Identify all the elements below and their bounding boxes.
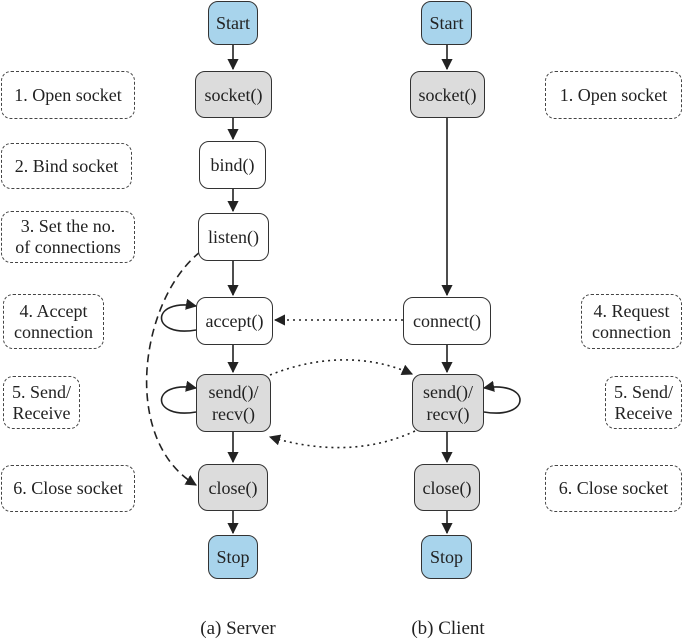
dotted-client-to-server (268, 430, 416, 449)
server-accept-node: accept() (196, 297, 273, 345)
server-start-node: Start (208, 1, 258, 45)
client-note-request-connection: 4. Request connection (581, 294, 682, 349)
server-caption: (a) Server (200, 618, 276, 639)
client-stop-node: Stop (421, 535, 472, 579)
client-connect-label: connect() (413, 311, 481, 331)
server-note-label: 1. Open socket (14, 84, 122, 105)
server-send-recv-node: send()/ recv() (196, 374, 271, 432)
client-note-label: 1. Open socket (559, 84, 668, 105)
client-caption: (b) Client (411, 618, 485, 639)
client-start-label: Start (429, 13, 464, 33)
server-note-label: 3. Set the no. of connections (15, 216, 121, 257)
server-note-label: 6. Close socket (13, 478, 123, 498)
server-note-label: 2. Bind socket (14, 155, 119, 176)
server-note-send-receive: 5. Send/ Receive (3, 376, 80, 429)
server-note-label: 4. Accept connection (14, 300, 93, 342)
loop-accept (160, 298, 198, 332)
server-listen-node: listen() (198, 213, 269, 261)
client-note-label: 5. Send/ Receive (613, 381, 673, 423)
server-socket-label: socket() (204, 84, 263, 105)
server-note-accept-connection: 4. Accept connection (3, 294, 104, 349)
client-note-close-socket: 6. Close socket (545, 465, 682, 512)
server-stop-node: Stop (208, 535, 258, 579)
server-note-label: 5. Send/ Receive (11, 381, 71, 423)
client-connect-node: connect() (403, 297, 491, 345)
client-send-recv-label: send()/ recv() (423, 382, 473, 424)
client-close-label: close() (422, 477, 472, 498)
server-bind-label: bind() (210, 155, 255, 175)
client-note-label: 4. Request connection (592, 300, 671, 342)
client-socket-label: socket() (418, 84, 477, 105)
server-send-recv-label: send()/ recv() (208, 382, 259, 424)
loop-send-client (482, 380, 521, 414)
server-listen-label: listen() (208, 227, 259, 247)
loop-send-server (160, 380, 198, 414)
client-start-node: Start (421, 1, 472, 45)
client-note-open-socket: 1. Open socket (545, 71, 682, 119)
client-socket-node: socket() (410, 71, 485, 118)
server-start-label: Start (216, 13, 250, 33)
server-note-open-socket: 1. Open socket (1, 71, 135, 119)
server-note-set-connections: 3. Set the no. of connections (1, 211, 135, 263)
server-socket-node: socket() (195, 71, 272, 118)
server-close-node: close() (198, 464, 268, 511)
client-note-label: 6. Close socket (558, 478, 669, 498)
dashed-listen-to-close (145, 251, 201, 486)
server-stop-label: Stop (216, 547, 250, 567)
client-stop-label: Stop (429, 547, 463, 567)
dotted-server-to-client (269, 359, 414, 376)
client-close-node: close() (414, 464, 480, 511)
server-close-label: close() (208, 477, 258, 498)
client-note-send-receive: 5. Send/ Receive (605, 376, 682, 429)
server-note-close-socket: 6. Close socket (1, 465, 135, 512)
client-send-recv-node: send()/ recv() (412, 374, 484, 432)
server-note-bind-socket: 2. Bind socket (1, 143, 132, 189)
server-bind-node: bind() (199, 141, 266, 189)
server-accept-label: accept() (205, 311, 264, 331)
